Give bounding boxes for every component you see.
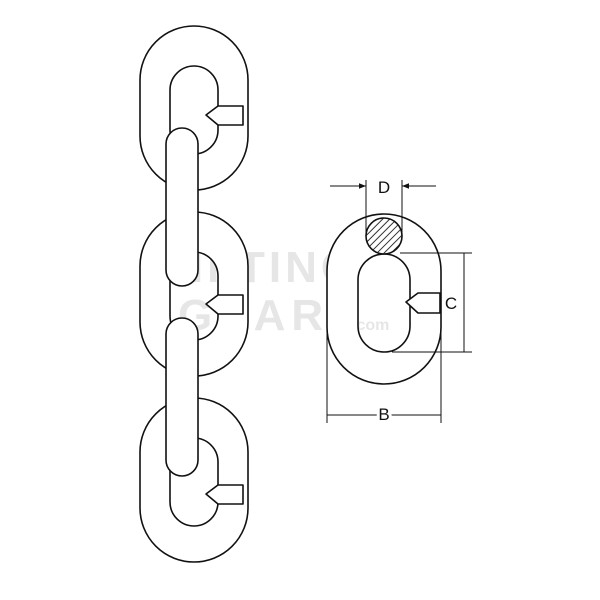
dimension-b xyxy=(326,330,442,423)
detail-link xyxy=(326,213,442,385)
grade-tag-icon xyxy=(205,484,244,505)
svg-text:GEAR: GEAR xyxy=(178,291,329,340)
dimension-d-label: D xyxy=(378,178,390,197)
wire-cross-section xyxy=(365,217,403,255)
dimension-d xyxy=(330,180,436,236)
watermark-logo: LIFTING GEAR .com xyxy=(160,243,389,340)
dimension-c xyxy=(392,252,472,353)
grade-tag-icon xyxy=(205,105,244,126)
chain-link-edge-lower xyxy=(165,317,199,477)
dimension-c-label: C xyxy=(445,294,457,313)
grade-tag-icon xyxy=(205,294,244,315)
svg-text:.com: .com xyxy=(352,317,389,334)
grade-tag-icon xyxy=(405,292,441,314)
dimension-b-label: B xyxy=(378,405,389,424)
chain-link-edge-upper xyxy=(165,127,199,287)
